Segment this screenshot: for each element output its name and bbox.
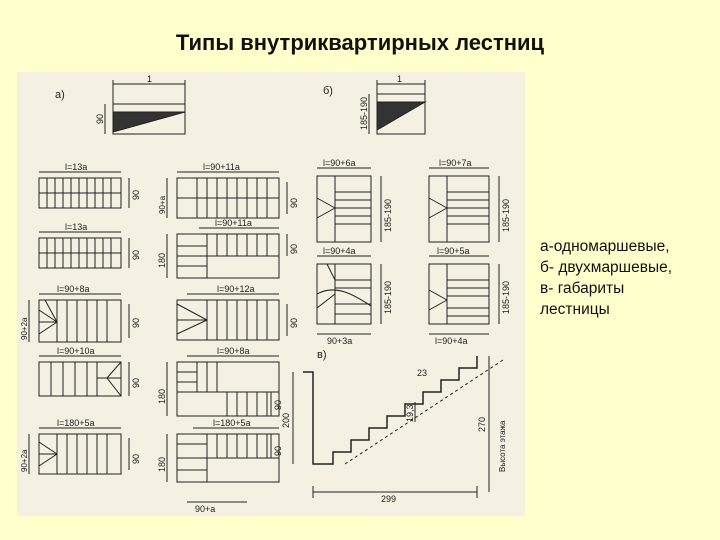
diagram-col2-3: l=90+12a 90 (176, 284, 299, 341)
page-title: Типы внутриквартирных лестниц (175, 30, 545, 55)
diagram-col2-1: l=90+11a 90+a 90 (158, 162, 299, 219)
diagram-col2-5: l=180+5a 180 90 90+a (157, 418, 283, 514)
diagram-col1-5: l=180+5a 90+2a 90 (20, 418, 141, 475)
dim-label: 1 (147, 74, 152, 84)
dim-label: 180 (157, 457, 167, 472)
diagram-col2-2: l=90+11a 180 90 (157, 218, 299, 279)
dim-label: 1 (397, 74, 402, 84)
dim-label: l=90+8a (57, 284, 90, 294)
diagram-b-top: 1 185-190 (359, 74, 427, 135)
dim-label: 90+2a (20, 449, 29, 472)
dim-label: 90+3a (327, 336, 352, 346)
legend-line: в- габариты (540, 280, 625, 297)
diagram-col3-1: l=90+6a 185-190 (316, 158, 393, 243)
diagram-col1-1: l=13a 90 (38, 162, 141, 209)
legend: а-одномаршевые, б- двухмаршевые, в- габа… (540, 236, 672, 320)
dim-label: 90+a (158, 195, 167, 214)
dim-label: l=90+7a (439, 158, 472, 168)
dim-label: 200 (281, 413, 291, 428)
dim-label: 299 (381, 494, 396, 504)
dim-label: l=13a (65, 162, 87, 172)
dim-label: 185-190 (501, 199, 511, 232)
dim-label: 19,3 (405, 404, 415, 422)
dim-label: 90 (131, 378, 141, 388)
dim-label: l=90+4a (323, 246, 356, 256)
dim-label: 90 (289, 198, 299, 208)
dim-label: l=90+10a (57, 346, 95, 356)
dim-label: 90 (131, 454, 141, 464)
section-label-v: в) (317, 349, 327, 361)
dim-label: 90 (131, 190, 141, 200)
section-label-a: а) (55, 89, 65, 101)
diagram-col1-2: l=13a 90 (38, 222, 141, 269)
dim-label: l=90+12a (217, 284, 255, 294)
staircase-diagram: а) б) в) 1 90 1 185-190 l=13a (17, 72, 525, 516)
legend-line: б- двухмаршевые, (540, 259, 673, 276)
dim-label: 270 (477, 417, 487, 432)
diagram-col3-2: l=90+4a 185-190 90+3a (316, 246, 393, 346)
dim-label: 90 (273, 446, 283, 456)
diagram-col2-4: l=90+8a 180 90 (157, 346, 283, 417)
dim-label: l=90+11a (215, 218, 252, 228)
dim-label: 185-190 (501, 281, 511, 314)
dim-label: 185-190 (359, 97, 369, 130)
dim-label: 90+2a (20, 317, 29, 340)
dim-label: 180 (157, 389, 167, 404)
dim-label: 90 (131, 250, 141, 260)
dim-label: 90 (273, 400, 283, 410)
dim-label: l=180+5a (213, 418, 251, 428)
dim-label: 185-190 (383, 281, 393, 314)
dim-label: l=90+8a (217, 346, 250, 356)
dim-label: 90 (289, 318, 299, 328)
dim-label: l=180+5a (57, 418, 95, 428)
dim-label: l=90+11a (203, 162, 240, 172)
legend-line: а-одномаршевые, (540, 238, 670, 255)
dim-label: 185-190 (383, 199, 393, 232)
diagram-col4-2: l=90+5a 185-190 l=90+4a (428, 246, 511, 346)
section-label-b: б) (323, 85, 333, 97)
diagram-col1-3: l=90+8a 90+2a 90 (20, 284, 141, 343)
legend-line: лестницы (540, 301, 610, 318)
diagram-a-top: 1 90 (95, 74, 186, 135)
dim-label: Высота этажа (498, 420, 507, 472)
dim-label: 23 (417, 368, 427, 378)
dim-label: 90 (289, 244, 299, 254)
diagram-col4-1: l=90+7a 185-190 (428, 158, 511, 243)
dim-label: 90 (95, 114, 105, 124)
dim-label: 180 (157, 253, 167, 268)
diagram-section-v (292, 356, 504, 498)
dim-label: 90 (131, 318, 141, 328)
dim-label: l=90+4a (435, 336, 468, 346)
dim-label: l=13a (65, 222, 87, 232)
diagram-col1-4: l=90+10a 90 (38, 346, 141, 397)
dim-label: 90+a (195, 504, 215, 514)
dim-label: l=90+5a (437, 246, 470, 256)
dim-label: l=90+6a (323, 158, 356, 168)
